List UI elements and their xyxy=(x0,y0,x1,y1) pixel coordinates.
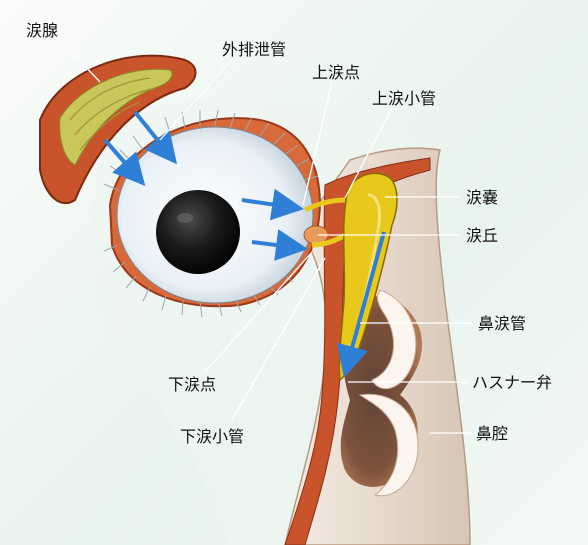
label-upper-canaliculus: 上涙小管 xyxy=(372,89,436,108)
label-lacrimal-caruncle: 涙丘 xyxy=(466,226,498,245)
label-lower-canaliculus: 下涙小管 xyxy=(180,427,244,446)
label-lower-punctum: 下涙点 xyxy=(168,375,216,394)
label-hasner-valve: ハスナー弁 xyxy=(472,373,552,392)
label-lacrimal-sac: 涙嚢 xyxy=(466,188,498,207)
label-lacrimal-gland: 涙腺 xyxy=(26,21,58,40)
label-excretory-ducts: 外排泄管 xyxy=(222,40,286,59)
iris xyxy=(156,190,240,274)
pupil-highlight xyxy=(177,213,193,223)
label-nasal-cavity: 鼻腔 xyxy=(476,424,508,443)
label-upper-punctum: 上涙点 xyxy=(312,63,360,82)
label-nasolacrimal-duct: 鼻涙管 xyxy=(478,314,526,333)
